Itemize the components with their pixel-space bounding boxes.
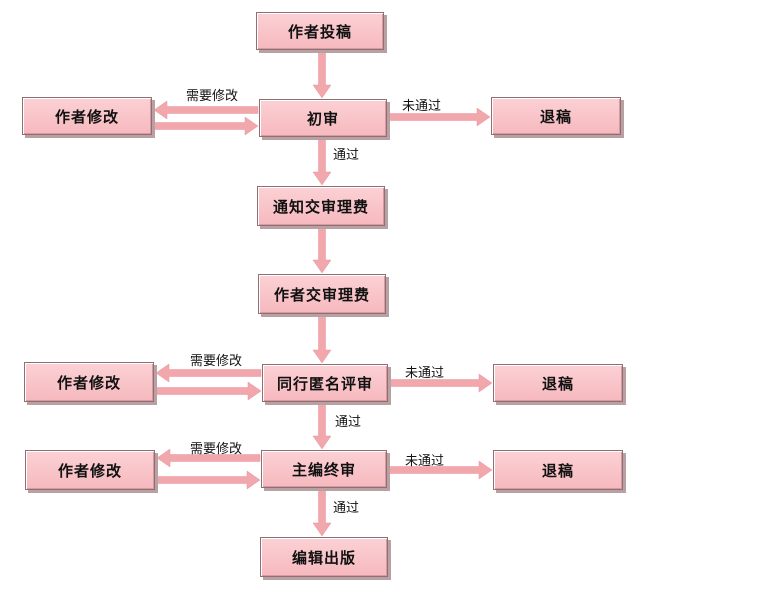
edge-label-need-revision-1: 需要修改: [186, 89, 239, 104]
arrow-initial-to-notify: [312, 137, 332, 186]
node-reject-3: 退稿: [493, 450, 623, 490]
edge-label-not-passed-2: 未通过: [405, 366, 445, 381]
node-reject-1: 退稿: [491, 97, 621, 135]
edge-label-need-revision-3: 需要修改: [190, 442, 243, 457]
node-author-revise-3: 作者修改: [25, 450, 155, 490]
arrow-editor-to-publish: [312, 488, 332, 537]
edge-label-passed-1: 通过: [333, 148, 360, 163]
arrow-pay-to-peer: [312, 314, 332, 364]
node-author-submit: 作者投稿: [256, 12, 384, 50]
arrow-initial-to-revise-1: [153, 100, 259, 120]
arrow-revise-2-to-peer: [154, 381, 262, 401]
node-author-pay-fee: 作者交审理费: [258, 274, 386, 314]
edge-label-passed-2: 通过: [335, 415, 362, 430]
arrow-revise-3-to-editor: [155, 470, 261, 490]
arrow-editor-to-reject-3: [387, 460, 493, 480]
node-author-revise-1: 作者修改: [22, 97, 152, 135]
edge-label-not-passed-3: 未通过: [405, 454, 445, 469]
edge-label-need-revision-2: 需要修改: [190, 354, 243, 369]
arrow-peer-to-editor: [312, 402, 332, 450]
node-author-revise-2: 作者修改: [24, 362, 154, 402]
node-notify-fee: 通知交审理费: [257, 186, 385, 226]
arrow-revise-1-to-initial: [152, 116, 259, 136]
arrow-peer-to-reject-2: [388, 373, 493, 393]
edge-label-not-passed-1: 未通过: [402, 99, 442, 114]
arrow-submit-to-initial: [312, 50, 332, 99]
node-publish: 编辑出版: [260, 537, 388, 577]
arrow-notify-to-pay: [312, 226, 332, 274]
edge-label-passed-3: 通过: [333, 501, 360, 516]
node-peer-review: 同行匿名评审: [262, 364, 388, 402]
arrow-editor-to-revise-3: [156, 448, 261, 468]
arrow-initial-to-reject-1: [387, 107, 491, 127]
node-reject-2: 退稿: [493, 364, 623, 402]
arrow-peer-to-revise-2: [155, 363, 262, 383]
node-initial-review: 初审: [259, 99, 387, 137]
node-editor-final-review: 主编终审: [261, 450, 387, 488]
